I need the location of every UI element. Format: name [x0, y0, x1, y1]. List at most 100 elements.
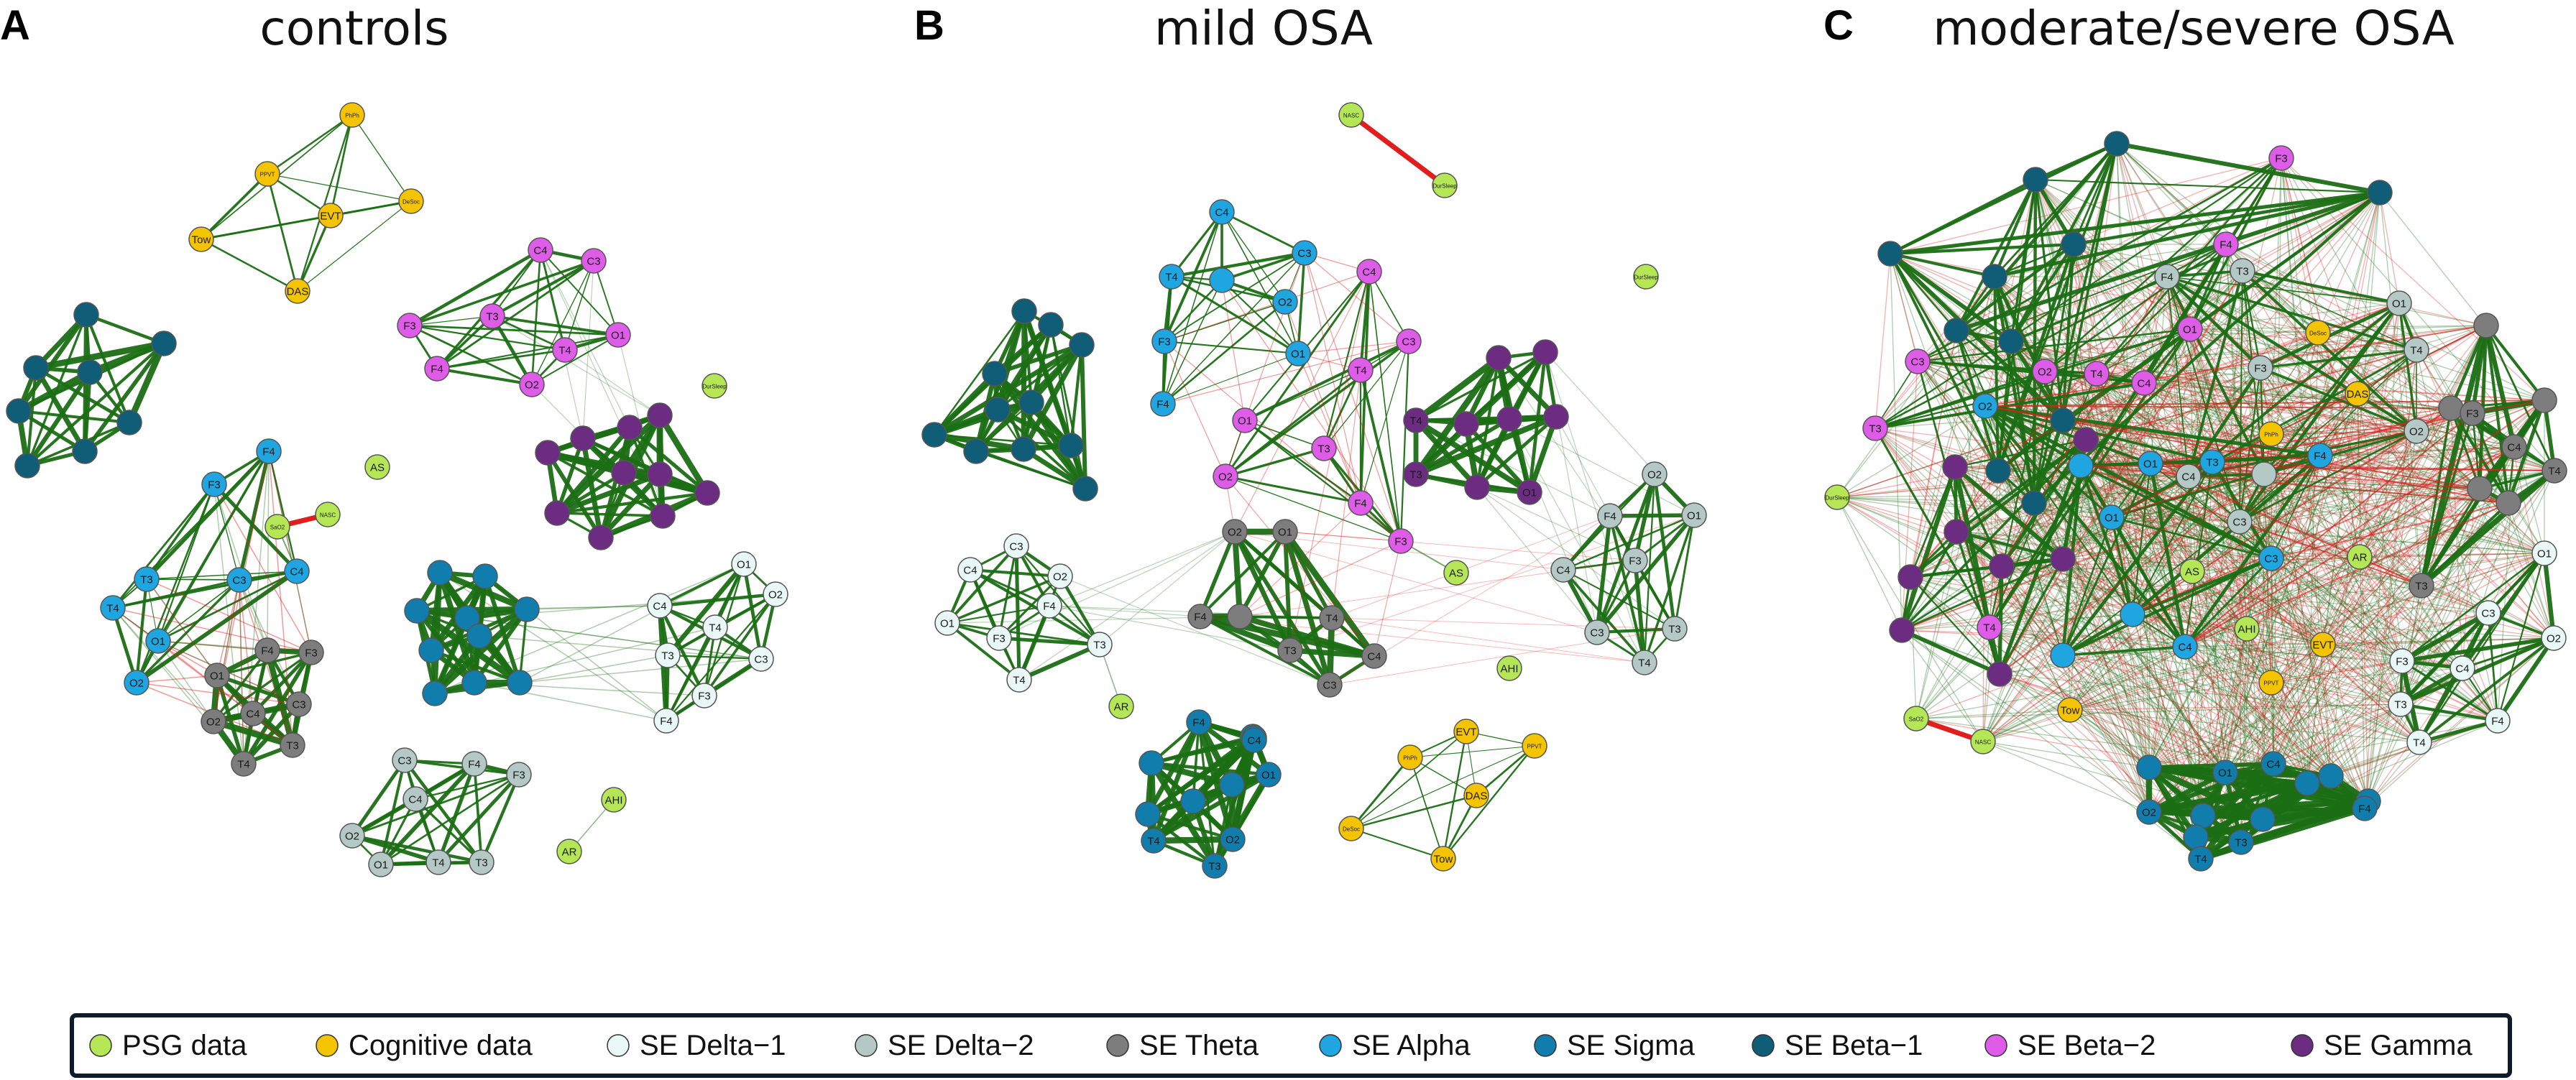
panel-c-node-19	[1977, 614, 2002, 640]
panel-a-edge-328	[492, 315, 661, 416]
panel-a-edge-326	[540, 249, 663, 517]
panel-b-edge-143	[1527, 414, 1559, 495]
panel-a-edge-25	[83, 341, 166, 453]
panel-b-node-label-26: F3	[1394, 536, 1407, 548]
panel-b-edge-93	[1224, 340, 1410, 478]
panel-a-node-69	[402, 786, 428, 812]
panel-c-node-15	[2032, 359, 2058, 384]
panel-c-edge-1413	[2240, 807, 2366, 844]
panel-b-edge-189	[946, 575, 1062, 624]
panel-c-edge-1004	[2273, 556, 2360, 765]
panel-b-node-label-48: O1	[940, 618, 954, 630]
panel-a-edge-140	[111, 570, 298, 609]
panel-b-edge-321	[1164, 341, 1226, 477]
panel-a-node-label-14: C4	[533, 245, 547, 257]
legend-swatch-se-alpha	[1319, 1034, 1342, 1057]
panel-b-node-label-83: DurSleep	[1634, 274, 1658, 281]
panel-a-edge-47	[540, 249, 619, 336]
panel-b-edge-77	[1164, 301, 1286, 342]
panel-c-edge-260	[2273, 157, 2282, 765]
panel-c-node-70	[2136, 799, 2162, 825]
panel-c-edge-1212	[2398, 302, 2418, 433]
panel-c-edge-576	[2166, 276, 2193, 572]
panel-b-edge-141	[1412, 413, 1560, 478]
panel-a-edge-123	[145, 483, 216, 581]
panel-c-edge-1076	[2115, 142, 2382, 195]
panel-c-edge-503	[2001, 566, 2242, 843]
panel-c-edge-1204	[2241, 269, 2262, 369]
panel-c-edge-958	[2246, 628, 2463, 669]
panel-a-edge-294	[268, 451, 312, 653]
panel-c-edge-812	[2271, 433, 2480, 489]
panel-c-edge-347	[2096, 325, 2487, 374]
panel-a-edge-199	[433, 616, 469, 696]
panel-c-edge-198	[2062, 420, 2545, 554]
panel-b-edge-47	[933, 433, 1072, 447]
panel-c-edge-878	[2111, 517, 2545, 554]
panel-a-node-34	[134, 566, 160, 592]
panel-c-edge-907	[2069, 646, 2186, 711]
panel-c-edge-1278	[2079, 464, 2273, 560]
panel-a-node-1	[254, 161, 280, 187]
panel-c-edge-882	[2111, 517, 2369, 802]
panel-c-node-label-75: T4	[2194, 854, 2207, 866]
panel-c-node-label-76: T3	[2235, 837, 2248, 849]
panel-a-edge-297	[213, 484, 244, 765]
panel-c-edge-506	[2001, 566, 2193, 572]
legend-label-se-delta-1: SE Delta−1	[640, 1030, 786, 1061]
panel-c-edge-322	[1917, 361, 2263, 820]
panel-c-edge-732	[2225, 412, 2473, 773]
panel-c-edge-722	[2271, 407, 2452, 435]
panel-c-edge-1223	[2259, 366, 2266, 476]
panel-c-edge-899	[2184, 637, 2554, 647]
panel-a-node-46	[280, 732, 305, 758]
panel-c-edge-1097	[2010, 191, 2381, 343]
panel-c-edge-796	[2225, 585, 2422, 773]
panel-c-edge-1093	[2032, 177, 2038, 505]
panel-a-node-45	[201, 709, 226, 734]
panel-a-node-label-15: C3	[586, 256, 600, 268]
panel-b-edge-25	[1069, 343, 1084, 448]
panel-c-node-39	[2460, 400, 2485, 426]
panel-a-node-label-0: PhPh	[345, 113, 359, 119]
panel-a-edge-277	[146, 578, 312, 653]
panel-b-edge-224	[1633, 558, 1647, 665]
panel-b-edge-66	[1297, 251, 1306, 355]
panel-b-edge-148	[1198, 530, 1237, 619]
panel-b-node-10	[1072, 476, 1098, 502]
panel-c-edge-1005	[1915, 718, 2274, 765]
panel-a-edge-53	[593, 260, 619, 336]
panel-a-edge-86	[580, 435, 604, 540]
panel-c-edge-1147	[2096, 328, 2191, 374]
panel-c-edge-394	[1989, 400, 2545, 628]
panel-b-edge-352	[1509, 418, 1645, 663]
panel-c-node-55	[2050, 642, 2076, 668]
panel-c-edge-1214	[2263, 302, 2401, 476]
panel-c-edge-1008	[2322, 644, 2332, 777]
panel-b-node-label-49: F3	[993, 633, 1006, 645]
panel-c-edge-370	[2143, 382, 2463, 669]
panel-c-edge-608	[2359, 303, 2400, 558]
panel-c-edge-865	[2225, 455, 2321, 773]
panel-a-node-16	[479, 303, 505, 329]
panel-a-node-76	[556, 839, 582, 864]
panel-b-node-18	[1150, 391, 1176, 417]
panel-c-edge-338	[2044, 371, 2150, 768]
panel-b-edge-61	[1162, 211, 1223, 405]
panel-b-node-47	[1036, 593, 1062, 619]
panel-b-node-label-52: O2	[1647, 469, 1662, 481]
panel-c-edge-910	[2062, 655, 2420, 743]
panel-b-node-label-56: C4	[1556, 565, 1570, 577]
panel-c-edge-801	[2069, 585, 2422, 711]
panel-c-node-label-31: T4	[2410, 345, 2423, 357]
panel-c-edge-689	[2080, 465, 2265, 475]
panel-a-node-65	[653, 708, 679, 734]
panel-b-edge-217	[1562, 514, 1696, 571]
panel-c-edge-404	[1989, 627, 2274, 765]
panel-a-node-label-21: O2	[525, 379, 539, 392]
panel-a-node-64	[691, 683, 717, 709]
panel-c-edge-1165	[1874, 427, 1991, 629]
panel-c-edge-115	[1994, 244, 2227, 277]
panel-a-edge-62	[408, 324, 620, 336]
panel-b-node-label-53: F4	[1604, 511, 1616, 523]
